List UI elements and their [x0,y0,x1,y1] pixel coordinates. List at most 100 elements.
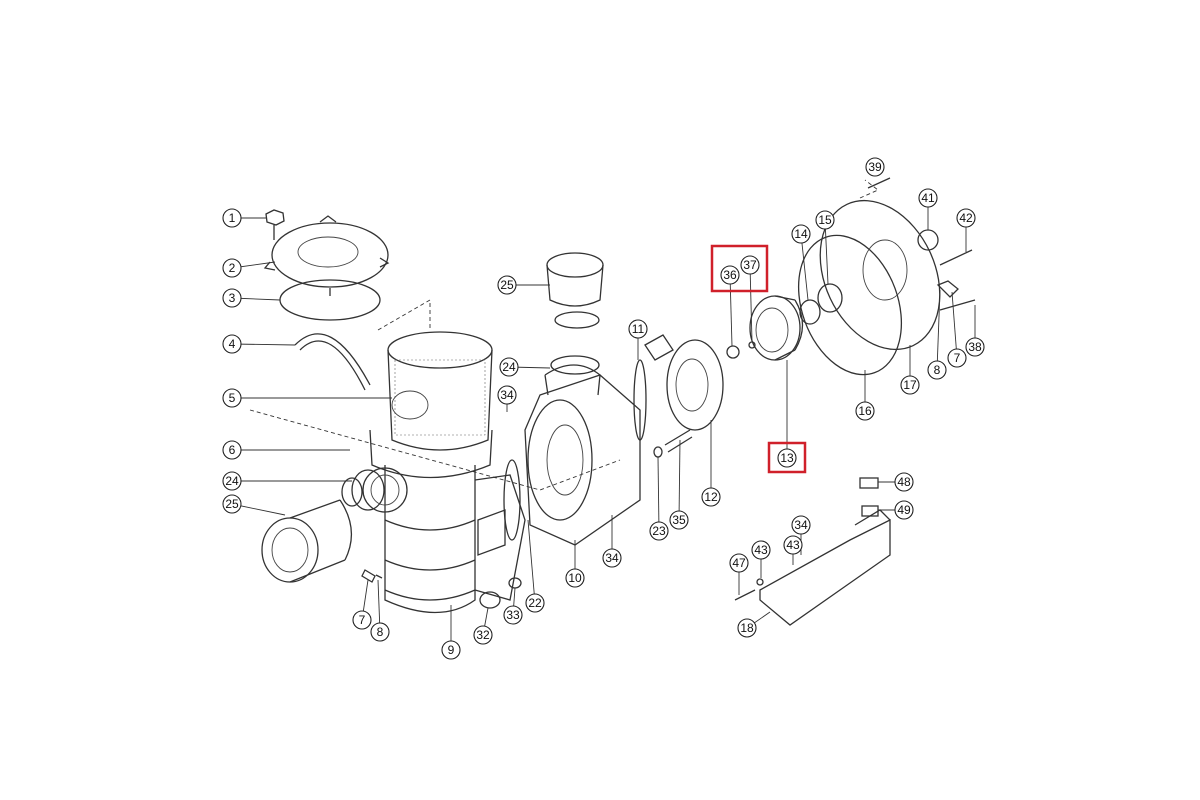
callout-2: 2 [222,258,242,278]
callout-24: 24 [499,357,519,377]
callout-number: 47 [732,556,746,570]
callout-circle [222,208,242,228]
callout-circle [927,360,947,380]
callout-circle [740,255,760,275]
callout-number: 6 [229,443,236,457]
callout-circle [497,385,517,405]
callout-circle [222,440,242,460]
part-lid [263,215,390,296]
part-seal-15 [817,283,843,313]
callout-34: 34 [791,515,811,535]
callout-7: 7 [947,348,967,368]
callout-circle [815,210,835,230]
callout-number: 34 [794,518,808,532]
callout-number: 4 [229,337,236,351]
callout-circle [602,548,622,568]
callout-number: 2 [229,261,236,275]
callout-circle [370,622,390,642]
callout-number: 9 [448,643,455,657]
leader-line [231,343,296,346]
callout-number: 24 [502,360,516,374]
callout-circle [791,224,811,244]
callout-number: 48 [897,475,911,489]
callout-circle [222,471,242,491]
part-union-top [546,252,604,375]
callout-circle [669,510,689,530]
leader-line [800,233,809,301]
highlight-box-impeller-screw [710,244,769,293]
callout-34: 34 [497,385,517,405]
callout-8: 8 [927,360,947,380]
callout-circle [751,540,771,560]
callout-number: 42 [959,211,973,225]
callout-number: 38 [968,340,982,354]
callout-1: 1 [222,208,242,228]
callout-41: 41 [918,188,938,208]
callout-number: 24 [225,474,239,488]
callout-circle [720,265,740,285]
callout-number: 33 [506,608,520,622]
callout-36: 36 [720,265,740,285]
callout-22: 22 [525,593,545,613]
callout-number: 32 [476,628,490,642]
callout-number: 1 [229,211,236,225]
callout-24: 24 [222,471,242,491]
part-pump-body [524,364,641,546]
callout-33: 33 [503,605,523,625]
parts-drawing [249,177,976,626]
callout-15: 15 [815,210,835,230]
callout-circle [894,500,914,520]
callout-number: 43 [754,543,768,557]
part-drain-plug-left [361,569,383,583]
part-bolt-39 [867,177,891,189]
part-motor-base [759,477,891,626]
callout-6: 6 [222,440,242,460]
callout-circle [947,348,967,368]
callout-circle [473,625,493,645]
callout-13: 13 [777,448,797,468]
callout-34: 34 [602,548,622,568]
leader-line [729,274,733,347]
callout-10: 10 [565,568,585,588]
callout-circle [900,375,920,395]
callout-circle [894,472,914,492]
callout-number: 7 [954,351,961,365]
callout-number: 12 [704,490,718,504]
callout-12: 12 [701,487,721,507]
callout-number: 11 [632,322,645,336]
callout-35: 35 [669,510,689,530]
callout-9: 9 [441,640,461,660]
callout-38: 38 [965,337,985,357]
part-seal-plate [819,179,941,351]
part-diffuser [633,334,724,441]
callout-47: 47 [729,553,749,573]
part-plug-32 [479,591,501,609]
callout-49: 49 [894,500,914,520]
callout-37: 37 [740,255,760,275]
callout-circle [628,319,648,339]
callout-circle [222,258,242,278]
callout-circle [865,157,885,177]
callout-7: 7 [352,610,372,630]
leader-line [824,219,829,285]
leader-line [527,519,536,604]
callout-number: 16 [858,404,872,418]
callout-circle [222,388,242,408]
callout-number: 3 [229,291,236,305]
callout-circle [783,535,803,555]
part-basket [377,299,493,451]
callout-18: 18 [737,618,757,638]
callout-number: 10 [568,571,582,585]
callout-48: 48 [894,472,914,492]
part-impeller [726,295,804,361]
callout-circle [503,605,523,625]
callout-14: 14 [791,224,811,244]
callout-number: 25 [225,497,239,511]
callout-16: 16 [855,401,875,421]
leader-line [936,289,941,371]
part-washer-23 [653,446,663,458]
callout-circle [701,487,721,507]
callout-circle [222,494,242,514]
callout-43: 43 [783,535,803,555]
